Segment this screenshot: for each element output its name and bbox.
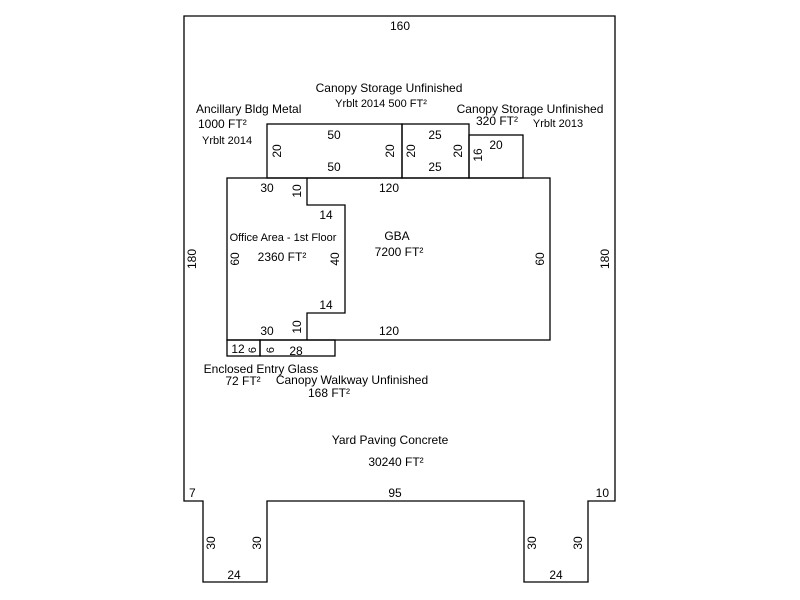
office-area: 2360 FT² bbox=[258, 250, 307, 264]
dim-outer-top: 160 bbox=[390, 19, 410, 33]
dim-office-inner-right: 40 bbox=[328, 252, 342, 266]
ancillary-year: Yrblt 2014 bbox=[202, 135, 252, 147]
dim-left-tab-right: 30 bbox=[250, 536, 264, 550]
walkway-area: 168 FT² bbox=[308, 386, 350, 400]
canopy-320-area: 320 FT² bbox=[476, 114, 518, 128]
dim-outer-left: 180 bbox=[185, 249, 199, 269]
dim-ancillary-right: 20 bbox=[383, 144, 397, 158]
dim-left-tab-bottom: 24 bbox=[227, 568, 241, 582]
dim-ancillary-top: 50 bbox=[327, 128, 341, 142]
dim-office-notch-top: 10 bbox=[290, 184, 304, 198]
entry-label: Enclosed Entry Glass bbox=[204, 362, 319, 376]
dim-left-tab-left: 30 bbox=[204, 536, 218, 550]
canopy-500-label: Canopy Storage Unfinished bbox=[316, 81, 463, 95]
dim-office-left: 60 bbox=[228, 252, 242, 266]
dim-outer-bottom-mid: 95 bbox=[388, 486, 402, 500]
canopy-walkway[interactable] bbox=[259, 339, 336, 357]
ancillary-label: Ancillary Bldg Metal bbox=[196, 102, 301, 116]
dim-office-notch-bottom: 10 bbox=[290, 320, 304, 334]
outer-lot-outline bbox=[183, 15, 616, 583]
gba-label: GBA bbox=[384, 229, 409, 243]
dim-walkway-width: 28 bbox=[289, 344, 303, 358]
dim-canopy-320-top: 20 bbox=[489, 138, 503, 152]
dim-canopy-500-top: 25 bbox=[428, 128, 442, 142]
canopy-500-year-area: Yrblt 2014 500 FT² bbox=[335, 98, 427, 110]
canopy-320-label: Canopy Storage Unfinished bbox=[457, 102, 604, 116]
dim-office-top: 30 bbox=[260, 181, 274, 195]
ancillary-area: 1000 FT² bbox=[198, 117, 247, 131]
office-label: Office Area - 1st Floor bbox=[230, 232, 337, 244]
dim-outer-step-right: 10 bbox=[596, 486, 610, 500]
walkway-label: Canopy Walkway Unfinished bbox=[276, 373, 428, 387]
yard-paving-area: 30240 FT² bbox=[368, 455, 423, 469]
dim-canopy-500-right: 20 bbox=[451, 144, 465, 158]
dim-gba-right: 60 bbox=[533, 252, 547, 266]
dim-walkway-height: 6 bbox=[265, 347, 277, 353]
dim-canopy-500-left: 20 bbox=[404, 144, 418, 158]
office-area-outline[interactable] bbox=[306, 178, 346, 340]
canopy-320-year: Yrblt 2013 bbox=[533, 118, 583, 130]
dim-ancillary-left: 20 bbox=[270, 144, 284, 158]
dim-office-bottom: 30 bbox=[260, 324, 274, 338]
dim-office-inner-bottom: 14 bbox=[319, 298, 333, 312]
dim-entry-height: 6 bbox=[247, 347, 259, 353]
dim-right-tab-bottom: 24 bbox=[549, 568, 563, 582]
yard-paving-label: Yard Paving Concrete bbox=[332, 433, 449, 447]
dim-ancillary-bottom: 50 bbox=[327, 160, 341, 174]
dim-right-tab-right: 30 bbox=[571, 536, 585, 550]
gba-outline[interactable] bbox=[226, 177, 551, 341]
entry-area: 72 FT² bbox=[225, 374, 260, 388]
gba-area: 7200 FT² bbox=[375, 245, 424, 259]
dim-entry-width: 12 bbox=[231, 342, 245, 356]
dim-canopy-320-left: 16 bbox=[471, 148, 485, 162]
dim-outer-step-left: 7 bbox=[189, 486, 196, 500]
dim-gba-top: 120 bbox=[379, 181, 399, 195]
dim-outer-right: 180 bbox=[598, 249, 612, 269]
dim-canopy-500-bottom: 25 bbox=[428, 160, 442, 174]
dim-gba-bottom: 120 bbox=[379, 324, 399, 338]
dim-right-tab-left: 30 bbox=[525, 536, 539, 550]
dim-office-inner-top: 14 bbox=[319, 208, 333, 222]
